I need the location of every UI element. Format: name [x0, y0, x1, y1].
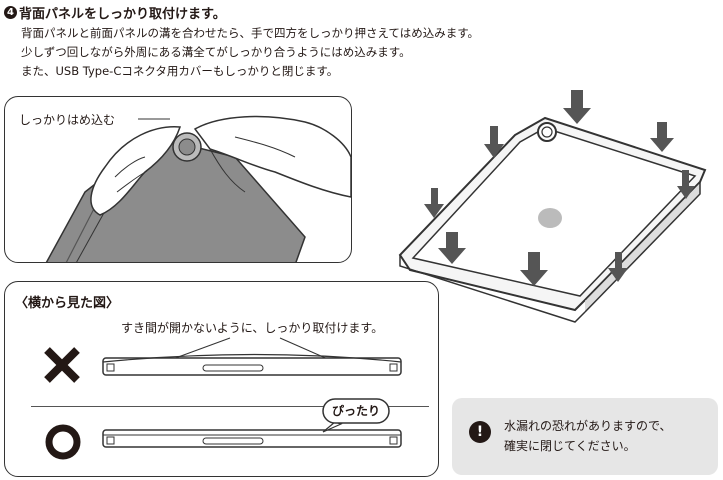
- side-view-divider: [31, 406, 429, 407]
- step-title: 4 背面パネルをしっかり取付けます。: [4, 3, 226, 22]
- instruction-line-1: 背面パネルと前面パネルの溝を合わせたら、手で四方をしっかり押さえてはめ込みます。: [21, 26, 480, 40]
- side-view-diagrams: [44, 337, 402, 460]
- logo-icon: [538, 208, 562, 228]
- side-view-panel: 〈横から見た図〉 すき間が開かないように、しっかり取付けます。 ぴったり: [4, 281, 439, 477]
- ok-circle-mark: [45, 424, 81, 460]
- instruction-line-2: 少しずつ回しながら外周にある溝全てがしっかり合うようにはめ込みます。: [21, 45, 411, 59]
- step-number-badge: 4: [4, 6, 17, 19]
- ok-bubble-label: ぴったり: [331, 404, 380, 418]
- warning-line-2: 確実に閉じてください。: [504, 439, 636, 453]
- instruction-line-3: また、USB Type-Cコネクタ用カバーもしっかりと閉じます。: [21, 64, 339, 78]
- bad-x-mark: [44, 347, 80, 383]
- side-view-caption: すき間が開かないように、しっかり取付けます。: [121, 321, 384, 335]
- warning-box: ! 水漏れの恐れがありますので、 確実に閉じてください。: [452, 398, 718, 475]
- case-tablet-illustration: [398, 90, 707, 323]
- hand-press-illustration: しっかりはめ込む: [4, 96, 352, 263]
- step-title-text: 背面パネルをしっかり取付けます。: [19, 7, 226, 22]
- side-view-heading: 〈横から見た図〉: [15, 296, 120, 311]
- exclamation-icon: !: [469, 421, 491, 443]
- hands-pressing-case-drawing: [45, 115, 351, 262]
- press-callout-label: しっかりはめ込む: [19, 113, 116, 127]
- warning-line-1: 水漏れの恐れがありますので、: [504, 419, 672, 433]
